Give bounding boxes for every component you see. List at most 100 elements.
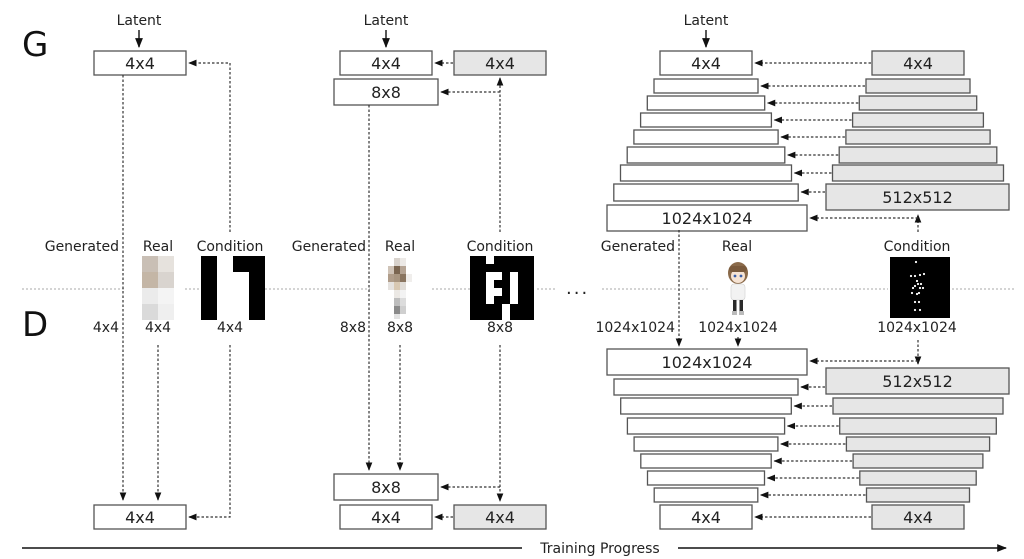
keypoint (918, 308, 922, 312)
keypoint (918, 286, 922, 290)
generator-layer (653, 78, 759, 94)
discriminator-layer (606, 348, 808, 376)
layer-label: 4x4 (903, 508, 933, 527)
discriminator-stack: 1024x1024 4x4 (606, 348, 808, 530)
layer-label: 4x4 (125, 508, 155, 527)
discriminator-label: D (22, 305, 48, 345)
condition-image-thumbnail (470, 256, 534, 320)
real-header: Real (143, 239, 173, 255)
layer-label: 4x4 (903, 54, 933, 73)
discriminator-layer (640, 453, 772, 469)
real-image-thumbnail (142, 256, 174, 320)
keypoint (921, 286, 925, 290)
ellipsis: ... (566, 278, 589, 299)
condition-size: 4x4 (217, 320, 243, 336)
condition-encoder-layer (831, 164, 1005, 182)
condition-encoder-layer (453, 50, 547, 76)
real-header: Real (722, 239, 752, 255)
discriminator-layer (659, 504, 753, 530)
condition-discriminator-layer (839, 417, 997, 435)
keypoint (916, 282, 920, 286)
discriminator-layer (613, 378, 799, 396)
layer-label: 4x4 (371, 54, 401, 73)
keypoint (922, 272, 926, 276)
condition-encoder-stack: 4x4 512x512 (754, 50, 1010, 211)
condition-discriminator-layer (453, 504, 547, 530)
keypoint (917, 300, 921, 304)
condition-to-generator-arrow (188, 59, 231, 232)
layer-label: 512x512 (882, 188, 953, 207)
layer-label: 4x4 (691, 54, 721, 73)
stage-1: Latent 4x4 Generated Real Condition (45, 13, 265, 530)
condition-to-discriminator-arrow (188, 345, 231, 521)
condition-discriminator-layer (871, 504, 965, 530)
layer-label: 1024x1024 (662, 209, 753, 228)
keypoint (910, 291, 914, 295)
condition-image-thumbnail (201, 256, 265, 320)
real-image-thumbnail (388, 258, 412, 319)
discriminator-layer (339, 504, 433, 530)
keypoint (913, 274, 917, 278)
generator-layer (619, 164, 793, 182)
discriminator-layer (633, 436, 779, 452)
keypoint (911, 286, 915, 290)
layer-label: 8x8 (371, 478, 401, 497)
generator-layer (93, 50, 187, 76)
layer-label: 1024x1024 (662, 353, 753, 372)
generator-layer (613, 183, 799, 202)
keypoint (917, 291, 921, 295)
generated-header: Generated (601, 239, 675, 255)
discriminator-layer (333, 473, 439, 501)
keypoint (918, 273, 922, 277)
real-header: Real (385, 239, 415, 255)
condition-header: Condition (884, 239, 951, 255)
discriminator-layer (653, 487, 759, 503)
generated-size: 1024x1024 (595, 320, 675, 336)
stage-2: Latent 4x4 8x8 4x4 Generated Real Condit… (292, 13, 547, 530)
layer-label: 4x4 (485, 508, 515, 527)
condition-discriminator-layer (859, 470, 977, 486)
generated-size: 8x8 (340, 320, 366, 336)
keypoint (915, 292, 919, 296)
condition-encoder-layer (845, 129, 991, 145)
condition-header: Condition (197, 239, 264, 255)
generator-layer (606, 204, 808, 232)
condition-header: Condition (467, 239, 534, 255)
generator-stack: 4x4 1024x1024 (606, 50, 808, 232)
training-progress-axis: Training Progress (22, 541, 1007, 557)
condition-discriminator-layer (845, 436, 991, 452)
latent-label: Latent (364, 13, 409, 29)
generated-size: 4x4 (93, 320, 119, 336)
condition-keypoint-image (890, 257, 950, 318)
condition-encoder-layer (851, 112, 985, 128)
layer-label: 4x4 (125, 54, 155, 73)
layer-label: 4x4 (371, 508, 401, 527)
discriminator-layer (646, 470, 766, 486)
generator-label: G (22, 25, 48, 65)
discriminator-layer (626, 417, 786, 435)
keypoint (913, 284, 917, 288)
real-size: 8x8 (387, 320, 413, 336)
keypoint (909, 274, 913, 278)
layer-label: 4x4 (691, 508, 721, 527)
generated-header: Generated (45, 239, 119, 255)
generator-layer (659, 50, 753, 76)
generated-header: Generated (292, 239, 366, 255)
keypoint (915, 279, 919, 283)
condition-discriminator-stack: 512x512 4x4 (754, 367, 1010, 530)
keypoint (913, 300, 917, 304)
condition-discriminator-layer (825, 367, 1010, 395)
training-progress-label: Training Progress (539, 541, 659, 557)
generator-layer (339, 50, 433, 76)
keypoint (914, 260, 918, 264)
generator-layer (633, 129, 779, 145)
condition-encoder-layer (858, 95, 978, 111)
condition-size: 8x8 (487, 320, 513, 336)
generator-layer (626, 146, 786, 164)
generator-layer (639, 112, 773, 128)
layer-label: 512x512 (882, 372, 953, 391)
condition-encoder-layer (825, 183, 1010, 211)
discriminator-layer (93, 504, 187, 530)
